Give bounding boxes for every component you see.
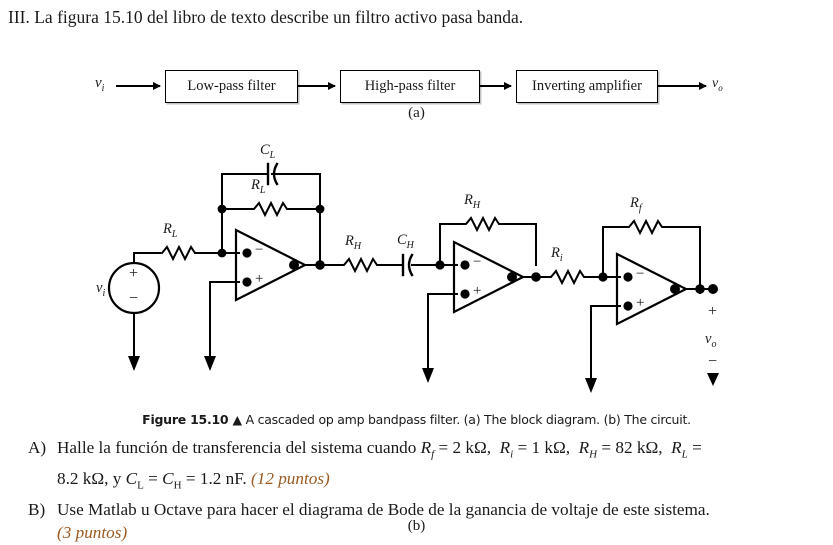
question-a-value-Rf: Rf = 2 kΩ, [420,438,492,461]
ground-arrow-2 [422,368,434,383]
ground-arrow-3 [585,378,597,393]
vo-subscript: o [718,82,723,93]
opamp3-minus-sign: − [636,266,645,282]
question-a-text: Halle la función de transferencia del si… [57,438,421,457]
label-resistor-RL-input: RL [163,221,178,240]
source-minus-sign: − [129,290,139,307]
circuit-diagram: CL RL RL RH RH CH Ri Rf vi + − − + − + −… [0,128,833,534]
opamp1-plus-sign: + [255,271,264,287]
block-inverting-amplifier: Inverting amplifier [516,70,658,103]
question-a-line2-prefix: 8.2 kΩ, y [57,468,126,488]
question-a-points: (12 puntos) [251,468,330,488]
block-highpass-filter: High-pass filter [340,70,480,103]
opamp2-inv-pin [460,260,470,270]
opamp1-minus-sign: − [255,242,264,258]
label-resistor-Rf: Rf [630,195,642,214]
question-a-marker: A) [28,438,47,457]
question-b: B) Use Matlab u Octave para hacer el dia… [28,498,828,522]
block-diagram: vi Low-pass filter High-pass filter Inve… [0,55,833,125]
figure-caption-text: A cascaded op amp bandpass filter. (a) T… [241,412,692,427]
label-resistor-RL-feedback: RL [251,177,266,196]
source-plus-sign: + [129,265,139,282]
questions-list: A) Halle la función de transferencia del… [28,436,828,545]
arrow-amplifier-to-output [658,81,707,90]
opamp2-plus-sign: + [473,283,482,299]
figure-caption: Figure 15.10 ▲ A cascaded op amp bandpas… [0,412,833,427]
arrow-lowpass-to-highpass [297,81,336,90]
label-capacitor-CH: CH [397,232,414,251]
vi-subscript: i [101,83,105,94]
opamp2-output-pin [507,272,517,282]
output-terminal-plus [708,284,718,294]
question-a-value-CL: CL = [125,468,163,492]
opamp1-noninv-pin [242,277,252,287]
label-capacitor-CL: CL [260,142,276,161]
ground-arrow-1 [204,356,216,371]
question-b-text: Use Matlab u Octave para hacer el diagra… [57,499,710,519]
opamp3-noninv-pin [623,301,633,311]
block-lowpass-filter: Low-pass filter [165,70,298,103]
output-minus-sign: − [708,353,718,370]
question-b-points: (3 puntos) [57,523,128,543]
opamp2-minus-sign: − [473,254,482,270]
question-a-value-Ri: Ri = 1 kΩ, [499,438,571,461]
opamp1-output-pin [289,260,299,270]
ground-arrow-source [128,356,140,371]
subfigure-label-b: (b) [407,518,426,534]
block-lowpass-filter-label: Low-pass filter [187,78,276,94]
question-a-value-RH: RH = 82 kΩ, [578,438,663,461]
label-resistor-Ri: Ri [551,245,563,264]
block-diagram-output-label: vo [712,76,723,93]
opamp1-inv-pin [242,248,252,258]
figure-caption-triangle-icon: ▲ [232,412,242,427]
opamp3-output-pin [670,284,680,294]
arrow-highpass-to-amplifier [479,81,512,90]
page-title: III. La figura 15.10 del libro de texto … [8,7,524,27]
question-b-continuation: (3 puntos) [28,521,828,545]
opamp2-noninv-pin [460,289,470,299]
question-a: A) Halle la función de transferencia del… [28,436,828,467]
output-terminal-minus-arrow [707,373,719,386]
label-resistor-RH-series: RH [345,233,362,252]
circuit-schematic-svg [107,162,719,393]
vi-symbol: v [95,75,102,91]
question-a-value-RL: RL = [671,438,702,461]
question-b-marker: B) [28,499,46,519]
question-a-continuation: 8.2 kΩ, y CL = CH = 1.2 nF. (12 puntos) [28,467,828,498]
block-inverting-amplifier-label: Inverting amplifier [532,78,642,94]
question-a-value-CH: CH = 1.2 nF. [162,468,251,492]
label-resistor-RH-feedback: RH [464,192,481,211]
label-output-vo: vo [705,331,717,350]
opamp3-inv-pin [623,272,633,282]
figure-caption-number: Figure 15.10 [142,412,229,427]
label-source-vi: vi [96,280,106,299]
block-highpass-filter-label: High-pass filter [364,78,456,94]
opamp3-plus-sign: + [636,295,645,311]
output-plus-sign: + [708,303,718,320]
subfigure-label-a: (a) [408,105,425,121]
arrow-input-to-lowpass [116,81,161,90]
vo-symbol: v [712,76,719,91]
block-diagram-input-label: vi [95,75,104,94]
